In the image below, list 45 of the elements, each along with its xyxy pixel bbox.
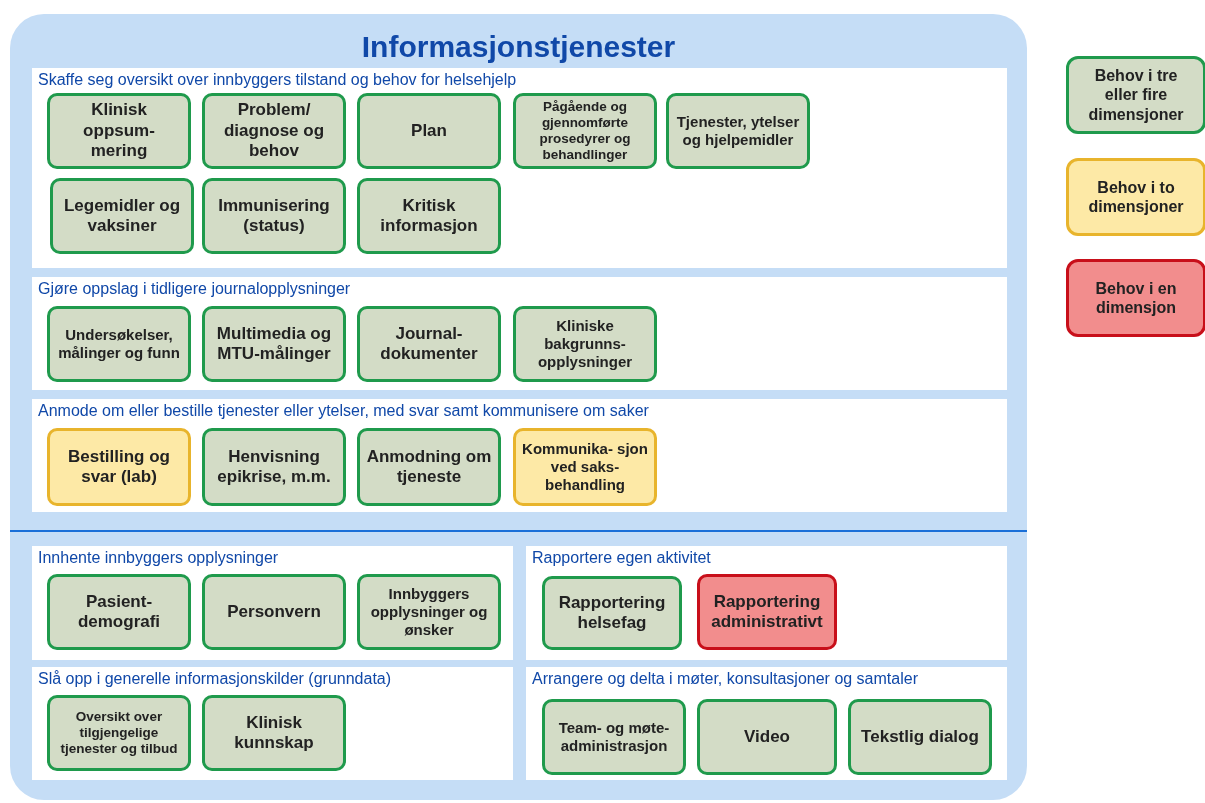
service-box: Video: [697, 699, 837, 775]
service-box: Henvisning epikrise, m.m.: [202, 428, 346, 506]
title: Informasjonstjenester: [360, 30, 677, 64]
legend-label: Behov i en dimensjon: [1094, 278, 1178, 318]
section-panel: [526, 667, 1007, 780]
section-panel: [32, 546, 513, 660]
service-box: Kliniske bakgrunns- opplysninger: [513, 306, 657, 382]
section-panel: [32, 667, 513, 780]
section-heading: Skaffe seg oversikt over innbyggers tilstand og behov for helsehjelp: [38, 71, 517, 89]
service-box: Rapportering administrativt: [697, 574, 837, 650]
service-box: Pasient- demografi: [47, 574, 191, 650]
service-box: Kommunika- sjon ved saks- behandling: [513, 428, 657, 506]
service-box: Klinisk oppsum- mering: [47, 93, 191, 169]
service-box: Bestilling og svar (lab): [47, 428, 191, 506]
service-box: Team- og møte- administrasjon: [542, 699, 686, 775]
section-panel: [32, 277, 1007, 390]
legend-label: Behov i to dimensjoner: [1087, 177, 1185, 217]
section-panel: [32, 68, 1007, 268]
service-box: Plan: [357, 93, 501, 169]
service-box: Innbyggers opplysninger og ønsker: [357, 574, 501, 650]
section-heading: Innhente innbyggers opplysninger: [38, 549, 279, 567]
service-box: Multimedia og MTU-målinger: [202, 306, 346, 382]
section-heading: Arrangere og delta i møter, konsultasjoner og samtaler: [532, 670, 918, 688]
service-box: Undersøkelser, målinger og funn: [47, 306, 191, 382]
section-heading: Gjøre oppslag i tidligere journalopplysninger: [38, 280, 351, 298]
service-box: Tjenester, ytelser og hjelpemidler: [666, 93, 810, 169]
service-box: Legemidler og vaksiner: [50, 178, 194, 254]
service-box: Immunisering (status): [202, 178, 346, 254]
section-heading: Rapportere egen aktivitet: [532, 549, 711, 567]
legend-label: Behov i tre eller fire dimensjoner: [1087, 66, 1185, 124]
section-heading: Slå opp i generelle informasjonskilder (grunndata): [38, 670, 392, 688]
outer-panel: [10, 14, 1027, 800]
service-box: Tekstlig dialog: [848, 699, 992, 775]
service-box: Rapportering helsefag: [542, 576, 682, 650]
service-box: Kritisk informasjon: [357, 178, 501, 254]
service-box: Personvern: [202, 574, 346, 650]
service-box: Journal- dokumenter: [357, 306, 501, 382]
service-box: Klinisk kunnskap: [202, 695, 346, 771]
service-box: Anmodning om tjeneste: [357, 428, 501, 506]
service-box: Pågående og gjennomførte prosedyrer og behandlinger: [513, 93, 657, 169]
section-panel: [526, 546, 1007, 660]
section-heading: Anmode om eller bestille tjenester eller ytelser, med svar samt kommunisere om saker: [38, 402, 649, 420]
section-panel: [32, 399, 1007, 512]
service-box: Oversikt over tilgjengelige tjenester og tilbud: [47, 695, 191, 771]
service-box: Problem/ diagnose og behov: [202, 93, 346, 169]
